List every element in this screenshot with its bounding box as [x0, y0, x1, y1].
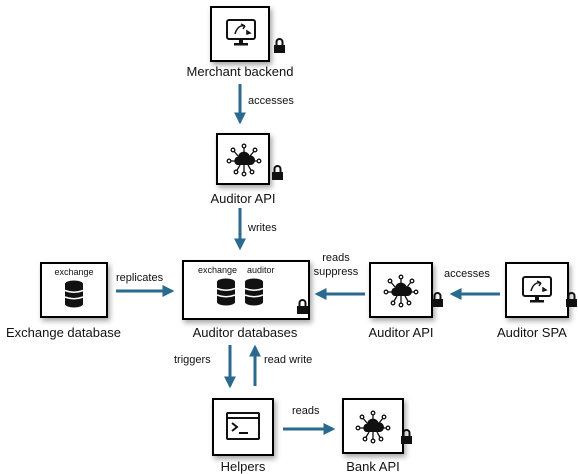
- auditor-api-right-label: Auditor API: [368, 325, 434, 340]
- helpers-label: Helpers: [220, 459, 266, 474]
- merchant-backend-label: Merchant backend: [186, 64, 294, 79]
- auditor-spa-node: [505, 262, 569, 318]
- auditor-spa-label: Auditor SPA: [497, 325, 567, 340]
- auditor-api-top-label: Auditor API: [210, 191, 276, 206]
- cloud-network-icon: [226, 143, 262, 177]
- database-icon: [244, 278, 264, 306]
- monitor-icon: [522, 276, 552, 303]
- database-icon: [64, 280, 84, 308]
- lock-icon: [401, 429, 412, 444]
- lock-icon: [432, 292, 443, 307]
- lock-icon: [566, 292, 577, 307]
- exchange-database-inner-label: exchange: [54, 267, 94, 277]
- lock-icon: [297, 299, 308, 314]
- helpers-node: [212, 398, 274, 456]
- merchant-backend-node: [210, 6, 270, 62]
- edge-label-triggers: triggers: [174, 354, 211, 366]
- auditor-databases-label: Auditor databases: [192, 325, 298, 340]
- exchange-database-node: exchange: [40, 262, 108, 318]
- cloud-network-icon: [355, 410, 391, 444]
- edge-label-suppress: suppress: [313, 266, 359, 278]
- edge-label-reads-bottom: reads: [292, 405, 320, 417]
- bank-api-node: [342, 398, 404, 454]
- lock-icon: [272, 165, 283, 180]
- lock-icon: [274, 38, 285, 53]
- edge-label-reads: reads: [322, 252, 350, 264]
- auditor-api-right-node: [369, 262, 433, 318]
- edge-label-writes: writes: [248, 222, 277, 234]
- edge-label-replicates: replicates: [116, 272, 164, 284]
- exchange-database-label: Exchange database: [6, 325, 121, 340]
- auditor-databases-inner-label-auditor: auditor: [247, 265, 275, 275]
- monitor-icon: [226, 19, 256, 46]
- database-icon: [216, 278, 236, 306]
- cloud-network-icon: [383, 274, 419, 308]
- edge-label-accesses-right: accesses: [444, 268, 490, 280]
- auditor-databases-inner-label-exchange: exchange: [198, 265, 238, 275]
- terminal-icon: [226, 412, 260, 440]
- edge-label-read-write: read write: [264, 354, 313, 366]
- auditor-databases-node: exchange auditor: [182, 260, 310, 320]
- auditor-api-top-node: [216, 133, 270, 185]
- bank-api-label: Bank API: [346, 459, 400, 474]
- edge-label-accesses-top: accesses: [248, 95, 294, 107]
